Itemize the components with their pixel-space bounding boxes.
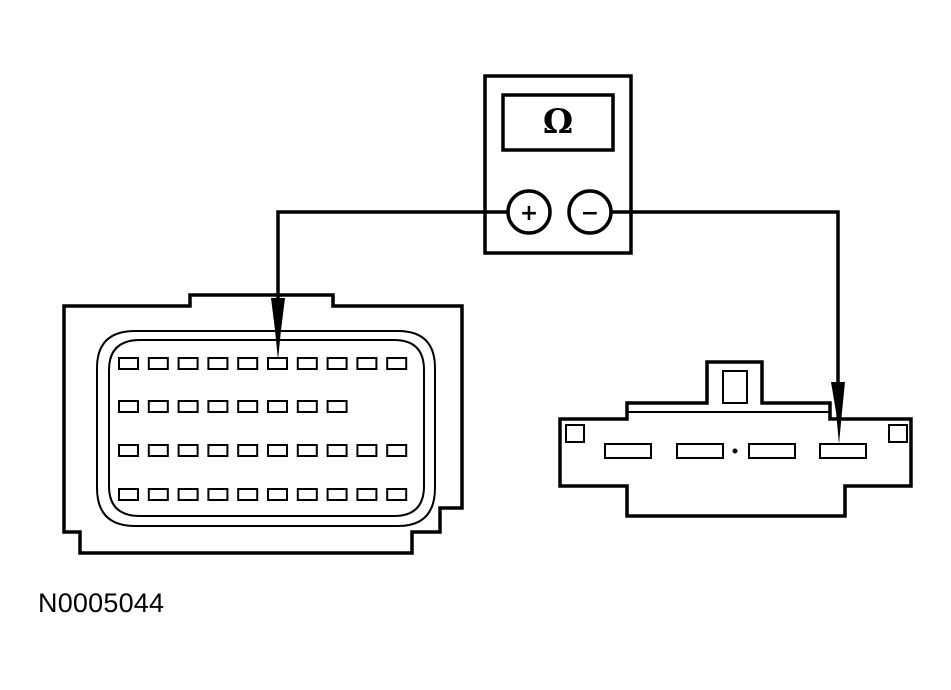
large-connector-pin (296, 444, 318, 457)
large-connector-pin (267, 357, 288, 370)
large-connector-inner-seal (108, 339, 425, 517)
large-connector-pin (326, 400, 348, 413)
large-connector-pin (118, 400, 139, 413)
small-connector-pin (676, 443, 724, 459)
large-connector-pin (386, 488, 408, 501)
large-connector-pin (356, 488, 378, 501)
small-connector-housing (558, 360, 913, 518)
large-connector-pin (207, 400, 229, 413)
ohm-symbol: Ω (543, 102, 573, 142)
small-connector-latch (722, 370, 748, 404)
small-connector (558, 360, 913, 518)
negative-terminal-label: − (581, 201, 599, 226)
large-connector (62, 293, 464, 555)
large-connector-outer-seal (96, 330, 436, 527)
large-connector-pin (147, 400, 169, 413)
large-connector-pin (207, 488, 229, 501)
meter-display (501, 93, 615, 152)
small-connector-pin (748, 443, 796, 459)
negative-probe-tip (831, 382, 845, 444)
large-connector-pin (237, 488, 259, 501)
large-connector-pin (177, 488, 199, 501)
large-connector-pin (207, 357, 229, 370)
meter-body (483, 74, 633, 255)
large-connector-pin (356, 357, 378, 370)
small-connector-center-mark (732, 448, 738, 454)
large-connector-pin (118, 357, 139, 370)
large-connector-pin (296, 357, 318, 370)
large-connector-pin (267, 444, 288, 457)
large-connector-pin (177, 400, 199, 413)
large-connector-pin (147, 444, 169, 457)
large-connector-pin (386, 444, 408, 457)
large-connector-pin (296, 400, 318, 413)
large-connector-pin (326, 444, 348, 457)
large-connector-pin (356, 444, 378, 457)
large-connector-pin (177, 444, 199, 457)
large-connector-pin (267, 400, 288, 413)
large-connector-pin (118, 488, 139, 501)
large-connector-pin (118, 444, 139, 457)
positive-test-lead (276, 210, 508, 300)
large-connector-pin (147, 357, 169, 370)
large-connector-pin (147, 488, 169, 501)
ohmmeter: Ω + − (483, 74, 633, 255)
large-connector-pin (207, 444, 229, 457)
large-connector-pin (237, 357, 259, 370)
large-connector-housing (62, 293, 464, 555)
large-connector-pin (237, 444, 259, 457)
positive-probe-tip (271, 298, 285, 360)
large-connector-pin (267, 488, 288, 501)
large-connector-pin (386, 357, 408, 370)
small-connector-pin (819, 443, 867, 459)
large-connector-pin (177, 357, 199, 370)
figure-id: N0005044 (38, 588, 165, 618)
left-lock-tab (565, 424, 585, 443)
right-lock-tab (888, 424, 908, 443)
large-connector-pins (118, 357, 408, 501)
negative-test-lead (611, 210, 840, 384)
large-connector-pin (326, 357, 348, 370)
positive-terminal-label: + (520, 201, 538, 226)
small-connector-pin (604, 443, 652, 459)
large-connector-pin (326, 488, 348, 501)
large-connector-pin (296, 488, 318, 501)
large-connector-pin (237, 400, 259, 413)
